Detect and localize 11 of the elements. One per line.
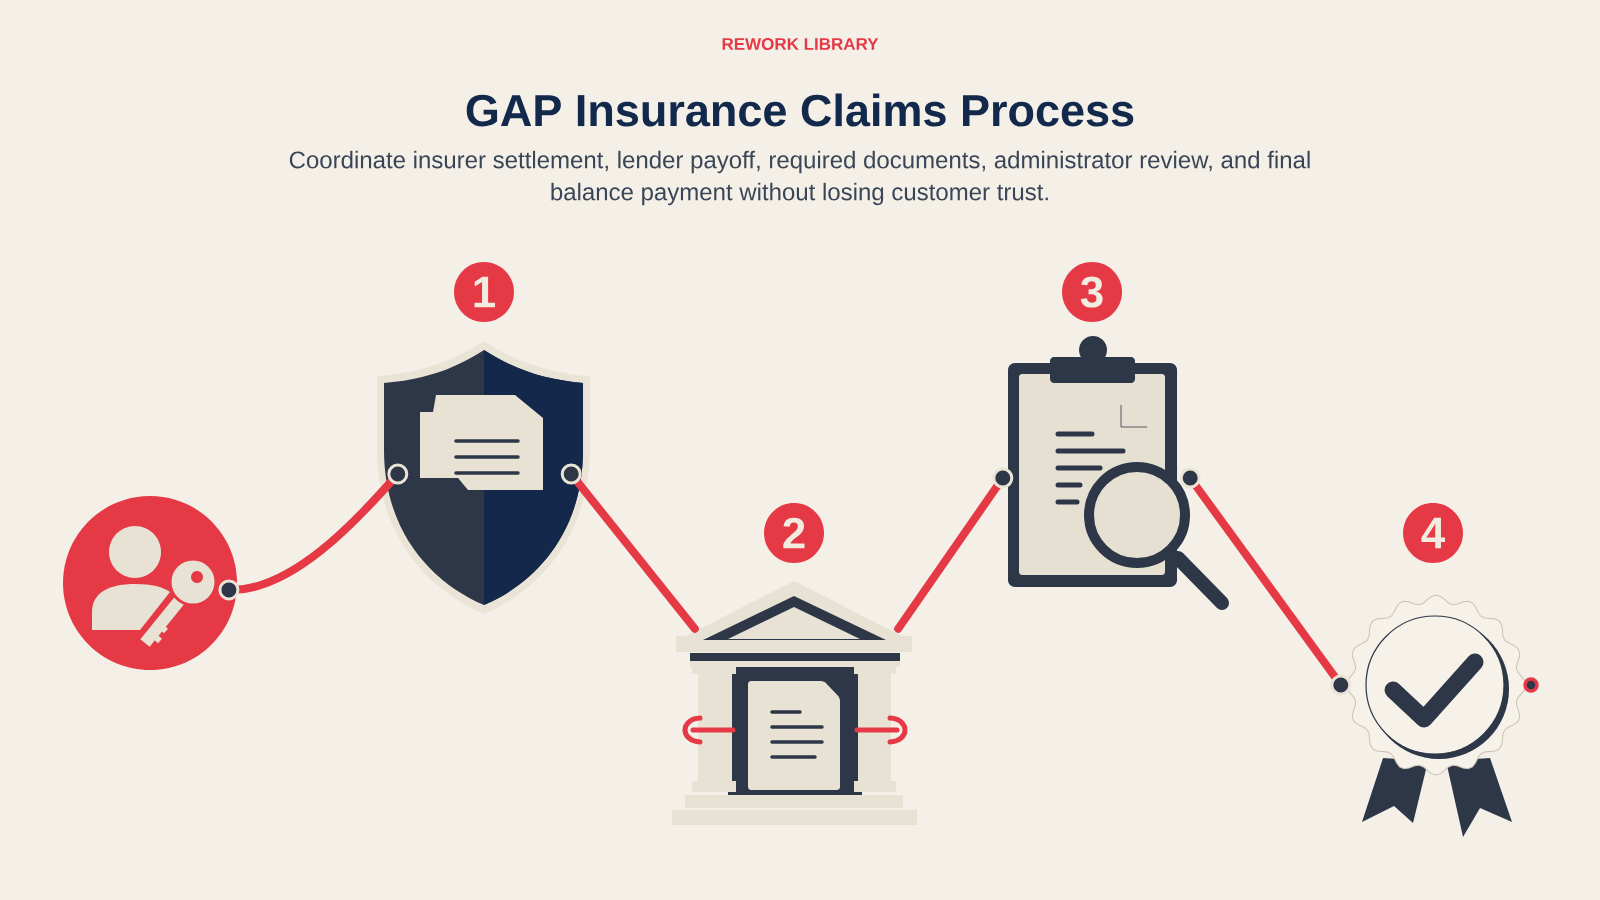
clipboard-magnifier-icon <box>1008 336 1229 610</box>
title: GAP Insurance Claims Process <box>466 93 1134 127</box>
step-number-badge: 3 <box>1062 262 1122 322</box>
step-number-badge: 1 <box>454 262 514 322</box>
subtitle: Coordinate insurer settlement, lender payoff, required documents, administrator review, and final balance payment without losing customer trust. <box>289 150 1310 206</box>
eyebrow-label: REWORK LIBRARY <box>722 38 879 51</box>
step-number-badge: 2 <box>764 503 824 563</box>
shield-document-icon <box>377 341 590 614</box>
bank-building-icon <box>672 581 917 825</box>
step-number-badge: 4 <box>1403 503 1463 563</box>
user-key-icon <box>63 496 237 670</box>
